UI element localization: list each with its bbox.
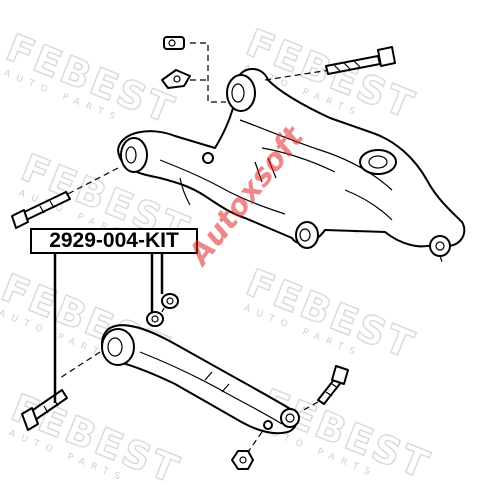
arm-bushing-icon bbox=[101, 328, 135, 366]
front-bushing-icon bbox=[120, 137, 148, 173]
washer-icon bbox=[146, 311, 164, 327]
rear-mount-icon bbox=[429, 235, 451, 257]
lower-clip-icon bbox=[161, 69, 191, 89]
bolt-icon bbox=[299, 365, 349, 413]
clip-guide-line bbox=[190, 42, 226, 103]
bolt-icon bbox=[11, 167, 119, 229]
center-bushing-icon bbox=[295, 221, 319, 249]
kit-nut-icon bbox=[231, 431, 263, 470]
nut-icon bbox=[439, 255, 443, 263]
part-number-label: 2929-004-KIT bbox=[30, 228, 198, 254]
label-leader-lines bbox=[53, 254, 164, 403]
spring-seat-icon bbox=[359, 149, 397, 175]
upper-rear-bushing-icon bbox=[226, 74, 256, 112]
washer-guide-line bbox=[161, 307, 165, 313]
arm-small-mount-icon bbox=[263, 420, 273, 430]
kit-bolt-icon bbox=[21, 351, 101, 431]
arm-end-mount-icon bbox=[280, 408, 300, 428]
brand-watermark-layer: FEBEST AUTO PARTS FEBEST AUTO PARTS FEBE… bbox=[0, 20, 438, 494]
washer-icon bbox=[161, 293, 179, 309]
bolt-icon bbox=[264, 46, 396, 81]
small-mount-icon bbox=[202, 152, 214, 164]
upper-clip-icon bbox=[163, 36, 185, 50]
